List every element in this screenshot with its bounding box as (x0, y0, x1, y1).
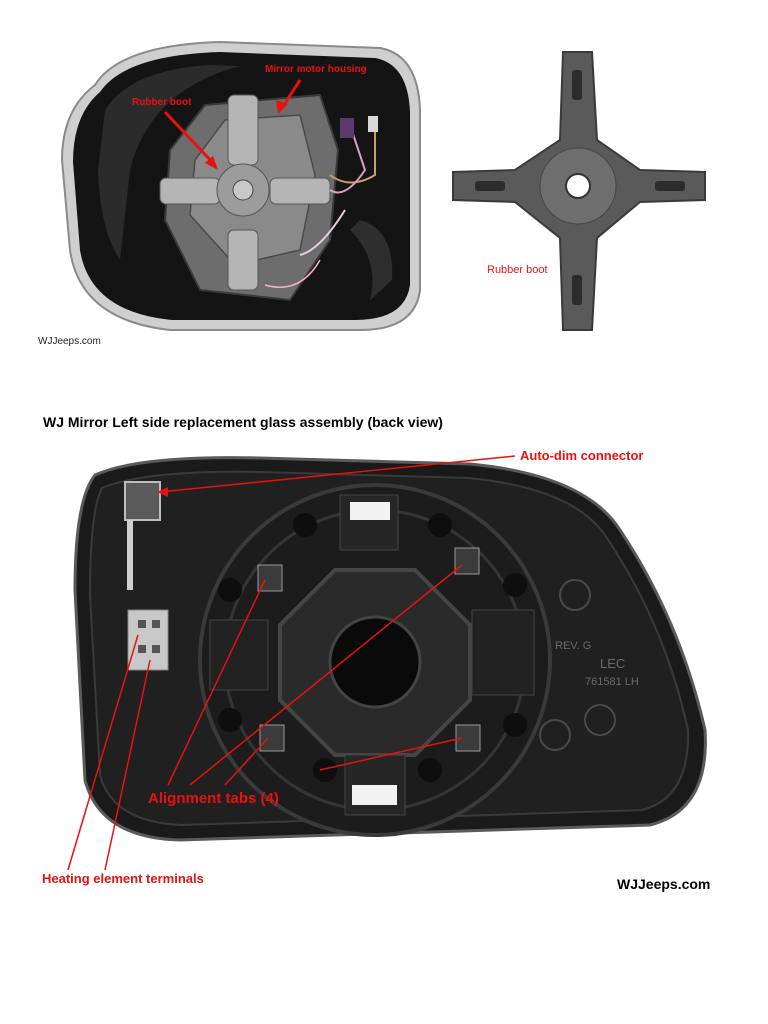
label-mirror-motor-housing: Mirror motor housing (265, 64, 367, 75)
glass-assembly-title: WJ Mirror Left side replacement glass as… (43, 414, 443, 430)
watermark-bottom: WJJeeps.com (617, 876, 711, 892)
label-heating-element-terminals: Heating element terminals (42, 871, 204, 886)
watermark-top: WJJeeps.com (38, 336, 101, 347)
part-marking-rev: REV. G (555, 640, 592, 652)
part-marking-number: 761581 LH (585, 676, 639, 688)
label-auto-dim-connector: Auto-dim connector (520, 448, 644, 463)
label-alignment-tabs: Alignment tabs (4) (148, 790, 279, 807)
mirror-glass-back-photo (67, 455, 707, 871)
label-rubber-boot-right: Rubber boot (487, 264, 548, 276)
rubber-boot-image (452, 51, 706, 331)
part-marking-lec: LEC (600, 656, 626, 671)
top-photo: Mirror motor housing Rubber boot Rubber … (0, 0, 768, 370)
bottom-photo: REV. G LEC 761581 LH Auto-dim connector … (0, 430, 768, 910)
label-rubber-boot-left: Rubber boot (132, 97, 192, 108)
mirror-housing-photo (60, 40, 706, 331)
